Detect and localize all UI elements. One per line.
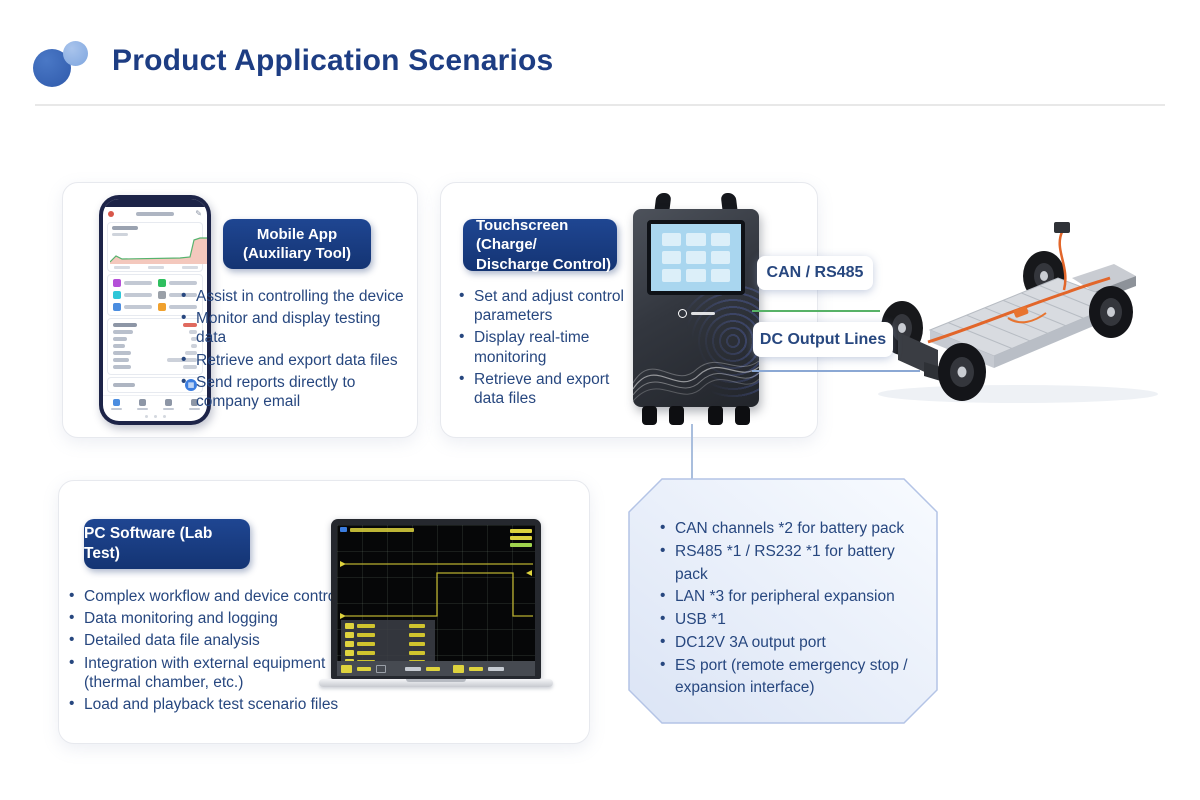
phone-chart-subtitle-placeholder — [112, 232, 128, 236]
bullet-item: Retrieve and export data files — [179, 350, 407, 370]
device-touchscreen — [647, 220, 745, 295]
bullet-item: CAN channels *2 for battery pack — [658, 517, 930, 541]
edit-pencil-icon: ✎ — [195, 209, 202, 219]
bullet-item: LAN *3 for peripheral expansion — [658, 585, 930, 609]
badge-line: Touchscreen (Charge/ — [476, 216, 569, 254]
device-caster-wheel — [642, 406, 657, 425]
pc-software-bullets: Complex workflow and device controlData … — [67, 586, 367, 717]
dc-line — [752, 370, 920, 372]
device-to-ports-connector — [691, 424, 693, 500]
pc-software-badge: PC Software (Lab Test) — [84, 519, 250, 569]
phone-title-placeholder — [135, 212, 174, 217]
badge-line: Mobile App — [256, 225, 338, 243]
scope-titlebar — [340, 527, 414, 532]
phone-chart-xlabels — [114, 265, 198, 269]
bullet-item: Display real-time monitoring — [457, 327, 637, 366]
mobile-app-card: ✎ — [62, 182, 418, 438]
bullet-item: USB *1 — [658, 608, 930, 632]
phone-chart-title-placeholder — [112, 225, 138, 230]
phone-nav-dots — [103, 413, 207, 421]
dc-output-label: DC Output Lines — [753, 322, 893, 357]
bullet-item: Integration with external equipment (the… — [67, 653, 367, 692]
car-chassis-illustration — [878, 222, 1158, 403]
front-wheels — [938, 286, 1133, 401]
bullet-item: Complex workflow and device control — [67, 586, 367, 606]
nav-data-icon — [162, 398, 174, 411]
charger-device-mockup — [631, 193, 761, 425]
laptop-screen — [331, 519, 541, 679]
bullet-item: RS485 *1 / RS232 *1 for battery pack — [658, 540, 930, 587]
device-caster-wheel — [735, 406, 750, 425]
scope-traces — [340, 561, 533, 619]
device-brand-logo — [633, 309, 759, 318]
bullet-item: Detailed data file analysis — [67, 630, 367, 650]
laptop-hinge — [406, 679, 466, 682]
nav-home-icon — [110, 398, 122, 411]
phone-app-header: ✎ — [103, 207, 207, 221]
scope-readouts — [510, 529, 532, 547]
phone-back-icon — [108, 211, 114, 218]
bullet-item: Data monitoring and logging — [67, 608, 367, 628]
laptop-base — [319, 679, 553, 687]
device-caster-wheel — [669, 406, 684, 425]
badge-line: (Auxiliary Tool) — [242, 245, 352, 262]
bullet-item: Load and playback test scenario files — [67, 694, 367, 714]
bullet-item: Assist in controlling the device — [179, 286, 407, 306]
can-line — [752, 310, 880, 312]
laptop-mockup — [319, 519, 553, 707]
device-wave-decoration — [633, 360, 759, 402]
bullet-item: Retrieve and export data files — [457, 369, 637, 408]
bullet-item: Set and adjust control parameters — [457, 286, 637, 325]
can-rs485-label: CAN / RS485 — [757, 256, 873, 290]
oscilloscope-software — [337, 525, 535, 676]
bullet-item: ES port (remote emergency stop / expansi… — [658, 654, 930, 701]
touchscreen-badge: Touchscreen (Charge/ Discharge Control) — [463, 216, 617, 273]
header-divider — [35, 104, 1165, 106]
page-title: Product Application Scenarios — [112, 44, 554, 77]
mobile-app-badge: Mobile App (Auxiliary Tool) — [223, 219, 371, 269]
bullet-item: Monitor and display testing data — [179, 308, 407, 347]
bullet-item: Send reports directly to company email — [179, 372, 407, 411]
ports-bullets: CAN channels *2 for battery packRS485 *1… — [658, 517, 930, 701]
mobile-app-bullets: Assist in controlling the deviceMonitor … — [179, 286, 407, 414]
scope-statusbar — [337, 661, 535, 676]
slide-logo-icon-small — [63, 41, 88, 66]
badge-line: Discharge Control) — [476, 255, 612, 273]
phone-chart-plot — [110, 237, 207, 264]
ports-panel: CAN channels *2 for battery packRS485 *1… — [628, 478, 938, 724]
nav-tasks-icon — [136, 398, 148, 411]
touchscreen-bullets: Set and adjust control parametersDisplay… — [457, 286, 637, 411]
badge-line: PC Software (Lab Test) — [84, 524, 213, 562]
phone-statusbar — [103, 199, 207, 208]
phone-chart-card — [107, 221, 207, 272]
pc-software-card: PC Software (Lab Test) Complex workflow … — [58, 480, 590, 744]
bullet-item: DC12V 3A output port — [658, 631, 930, 655]
device-caster-wheel — [708, 406, 723, 425]
device-body — [633, 209, 759, 407]
